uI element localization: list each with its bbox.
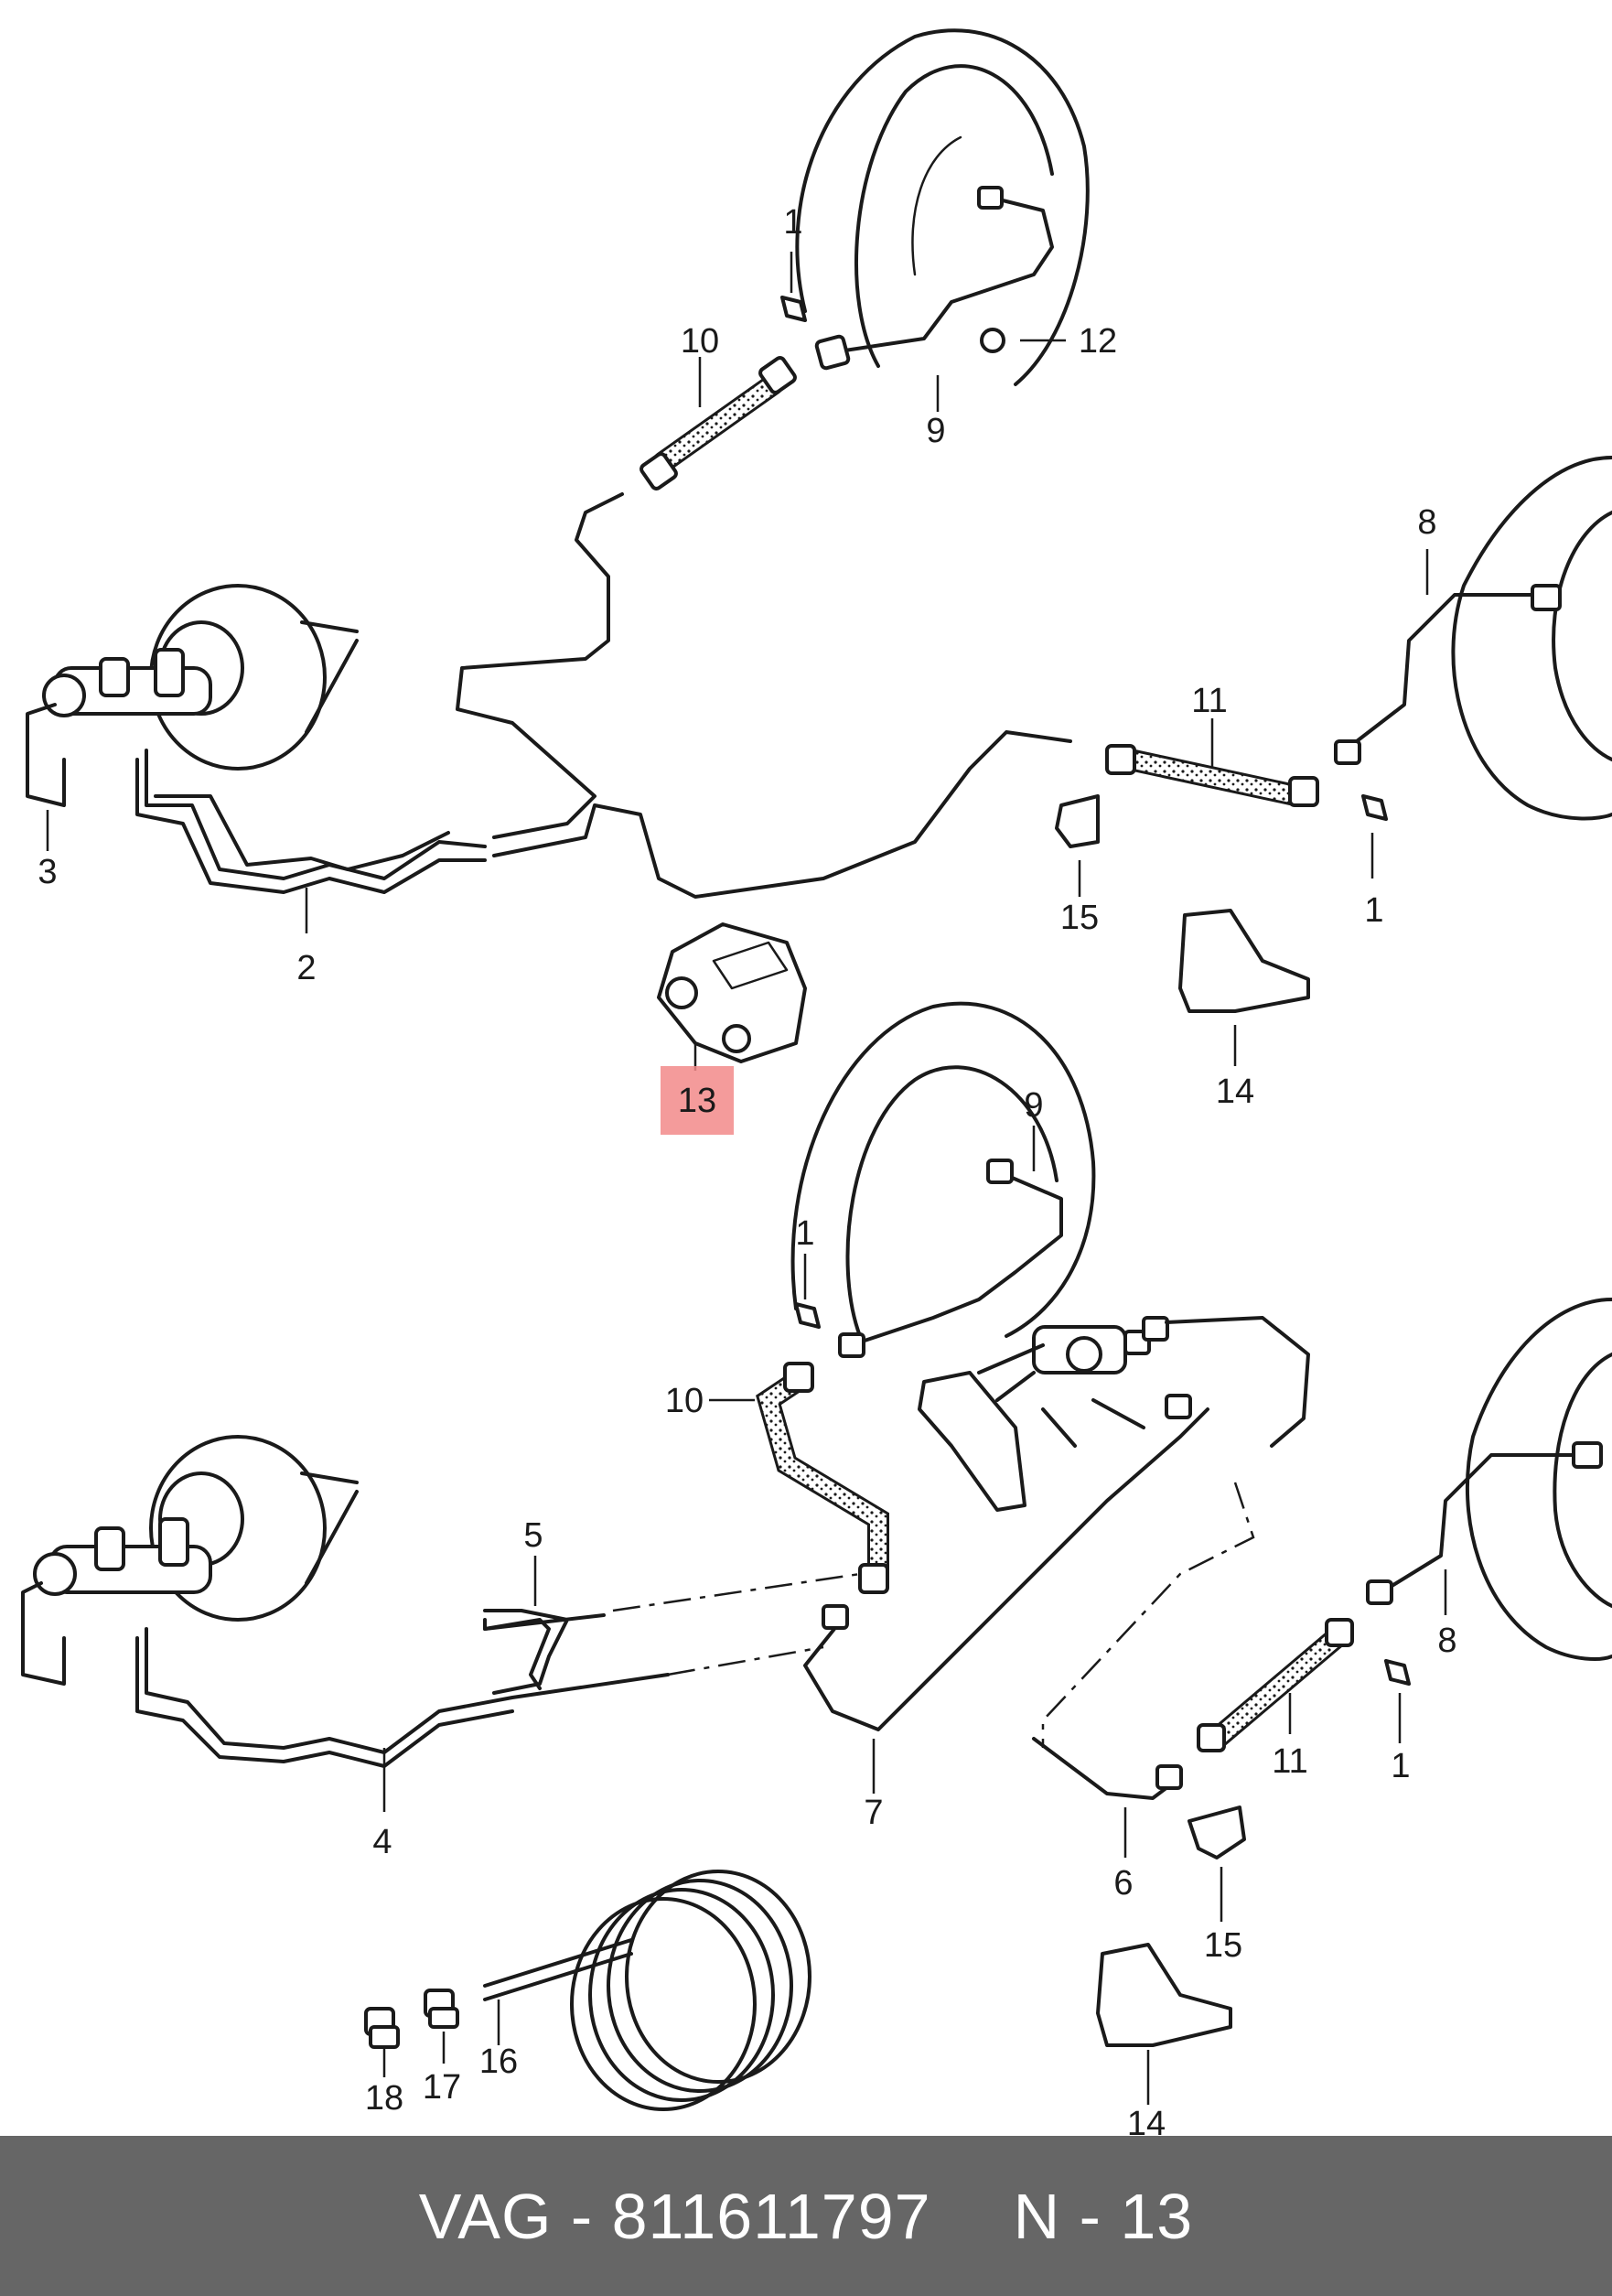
callout-11: 11 xyxy=(1191,682,1227,720)
hose-10-upper xyxy=(639,356,797,490)
brake-pipe-9-lower xyxy=(849,1170,1063,1347)
callout-8: 8 xyxy=(1437,1622,1456,1660)
fitting-9-upper xyxy=(814,334,851,371)
brake-line-4 xyxy=(135,1627,670,1768)
callout-1: 1 xyxy=(783,203,802,242)
holder-14-lower xyxy=(1096,1943,1232,2047)
brake-booster-lower xyxy=(33,1435,359,1622)
callout-17: 17 xyxy=(423,2068,461,2107)
hose-10-lower xyxy=(756,1362,889,1594)
parts-diagram: 1 10 12 9 8 3 11 15 1 2 13 14 9 1 10 5 4… xyxy=(21,28,1612,2136)
callout-12: 12 xyxy=(1079,322,1117,361)
brake-pressure-regulator xyxy=(918,1316,1169,1512)
callout-10: 10 xyxy=(681,322,719,361)
callout-6: 6 xyxy=(1113,1864,1133,1903)
leader-lines xyxy=(46,252,1447,2105)
brake-pipe-8-lower xyxy=(1380,1453,1585,1594)
callout-10: 10 xyxy=(665,1382,704,1420)
fitting-9-drum-upper xyxy=(977,186,1004,210)
callout-9: 9 xyxy=(926,412,945,450)
hose-11-upper xyxy=(1105,744,1319,807)
fitting-8-a xyxy=(1334,739,1361,765)
fitting-7-b xyxy=(1165,1394,1192,1419)
callout-3: 3 xyxy=(38,853,57,891)
callout-5: 5 xyxy=(523,1516,543,1555)
brake-line-2 xyxy=(135,730,1072,899)
callout-1: 1 xyxy=(795,1214,814,1253)
fitting-9-lower xyxy=(838,1332,865,1358)
brake-pipe-lower-right xyxy=(1165,1316,1310,1448)
clip-1-upper-a xyxy=(780,296,807,322)
union-17 xyxy=(424,1989,459,2029)
part-number-label: VAG - 811611797 xyxy=(418,2180,931,2252)
fitting-8-lower-a xyxy=(1366,1579,1393,1605)
callout-9: 9 xyxy=(1024,1086,1043,1125)
brake-drum-upper-left xyxy=(795,28,1090,386)
brake-line-lower-left-fitting xyxy=(21,1581,66,1686)
brake-drum-upper-right xyxy=(1451,456,1612,821)
bracket-15-lower xyxy=(1188,1806,1246,1859)
callout-18: 18 xyxy=(365,2079,403,2118)
callout-14: 14 xyxy=(1216,1073,1254,1111)
brake-drum-lower-left xyxy=(790,1001,1096,1338)
fitting-9-drum-lower xyxy=(986,1159,1014,1184)
callout-8: 8 xyxy=(1417,503,1436,542)
hose-11-lower xyxy=(1197,1618,1354,1752)
brake-line-3-upper xyxy=(26,703,66,807)
callout-15: 15 xyxy=(1204,1926,1242,1965)
routing-line-a xyxy=(612,1572,861,1676)
callout-1: 1 xyxy=(1391,1747,1410,1785)
upper-assembly xyxy=(26,28,1612,1063)
brake-pipe-8-upper xyxy=(1343,593,1539,752)
brake-pipe-9-upper xyxy=(831,195,1054,354)
highlight-box-13 xyxy=(661,1066,734,1135)
callout-4: 4 xyxy=(372,1823,392,1861)
part-13-clip xyxy=(657,922,807,1063)
clip-1-lower-b xyxy=(1384,1659,1411,1686)
brake-drum-lower-right xyxy=(1466,1298,1612,1661)
brake-line-5-b xyxy=(483,1618,551,1690)
callout-labels: 1 10 12 9 8 3 11 15 1 2 13 14 9 1 10 5 4… xyxy=(38,203,1456,2136)
washer-12 xyxy=(980,328,1005,353)
fitting-6 xyxy=(1155,1764,1183,1790)
brake-pipe-coil-16 xyxy=(483,1870,811,2111)
callout-2: 2 xyxy=(296,949,316,987)
brake-line-upper-route xyxy=(456,492,624,839)
fitting-8-b xyxy=(1531,584,1562,611)
brake-booster-upper xyxy=(42,584,359,771)
holder-14-upper xyxy=(1178,909,1310,1013)
callout-15: 15 xyxy=(1060,899,1099,937)
bracket-15-upper xyxy=(1055,794,1100,848)
routing-line-b xyxy=(1041,1482,1255,1748)
lower-assembly xyxy=(21,1001,1612,2111)
clip-1-upper-b xyxy=(1361,794,1388,821)
footer-bar: VAG - 811611797 N - 13 xyxy=(0,2136,1612,2296)
clip-1-lower-a xyxy=(794,1302,821,1329)
position-label: N - 13 xyxy=(1013,2180,1194,2252)
brake-line-7 xyxy=(803,1407,1209,1731)
callout-13: 13 xyxy=(678,1082,716,1120)
union-18 xyxy=(364,2007,400,2049)
fitting-7-a xyxy=(822,1604,849,1630)
callout-14: 14 xyxy=(1127,2105,1166,2136)
callout-7: 7 xyxy=(864,1794,883,1832)
callout-11: 11 xyxy=(1272,1742,1307,1781)
fitting-8-lower-b xyxy=(1572,1441,1603,1469)
callout-16: 16 xyxy=(479,2043,518,2081)
brake-pipe-6 xyxy=(1032,1737,1173,1800)
callout-1: 1 xyxy=(1364,891,1383,930)
